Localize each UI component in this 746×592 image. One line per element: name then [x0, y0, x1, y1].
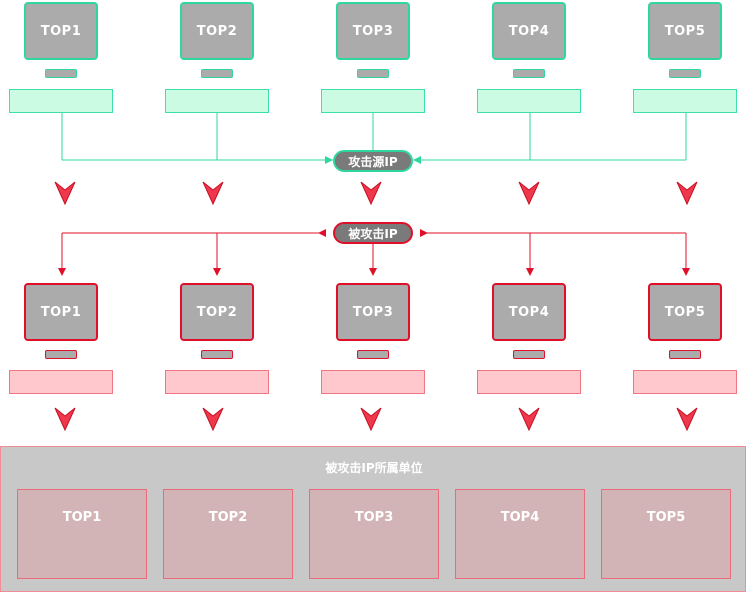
- attacked-ip-pill: 被攻击IP: [333, 222, 413, 244]
- source-monitor-top4: TOP4: [492, 2, 566, 60]
- arrowhead-icon: [413, 156, 421, 164]
- chevron-down-icon: [202, 407, 224, 432]
- chevron-down-icon: [518, 181, 540, 206]
- target-info-bar: [321, 370, 425, 394]
- chevron-down-icon: [360, 181, 382, 206]
- arrowhead-icon: [213, 268, 221, 276]
- source-monitor-stand: [357, 69, 389, 78]
- chevron-down-icon: [676, 407, 698, 432]
- target-info-bar: [9, 370, 113, 394]
- arrowhead-icon: [58, 268, 66, 276]
- source-info-bar: [321, 89, 425, 113]
- source-info-bar: [633, 89, 737, 113]
- unit-card-top1: TOP1: [17, 489, 147, 579]
- target-monitor-top3: TOP3: [336, 283, 410, 341]
- arrowhead-icon: [526, 268, 534, 276]
- target-info-bar: [477, 370, 581, 394]
- arrowhead-icon: [420, 229, 428, 237]
- target-info-bar: [633, 370, 737, 394]
- source-monitor-stand: [45, 69, 77, 78]
- source-monitor-top2: TOP2: [180, 2, 254, 60]
- unit-card-top4: TOP4: [455, 489, 585, 579]
- target-monitor-top1: TOP1: [24, 283, 98, 341]
- arrowhead-icon: [325, 156, 333, 164]
- source-monitor-top1: TOP1: [24, 2, 98, 60]
- source-info-bar: [9, 89, 113, 113]
- target-monitor-top5: TOP5: [648, 283, 722, 341]
- unit-card-top3: TOP3: [309, 489, 439, 579]
- source-monitor-top3: TOP3: [336, 2, 410, 60]
- unit-card-top2: TOP2: [163, 489, 293, 579]
- target-monitor-stand: [669, 350, 701, 359]
- source-info-bar: [165, 89, 269, 113]
- unit-panel-title: 被攻击IP所属单位: [325, 461, 423, 475]
- target-monitor-top4: TOP4: [492, 283, 566, 341]
- source-monitor-stand: [201, 69, 233, 78]
- target-monitor-stand: [45, 350, 77, 359]
- target-info-bar: [165, 370, 269, 394]
- chevron-down-icon: [676, 181, 698, 206]
- arrowhead-icon: [682, 268, 690, 276]
- source-monitor-stand: [513, 69, 545, 78]
- source-monitor-top5: TOP5: [648, 2, 722, 60]
- arrowhead-icon: [318, 229, 326, 237]
- attacked-unit-panel: 被攻击IP所属单位 TOP1 TOP2 TOP3 TOP4 TOP5: [0, 446, 746, 592]
- target-monitor-stand: [201, 350, 233, 359]
- chevron-down-icon: [518, 407, 540, 432]
- target-monitor-stand: [357, 350, 389, 359]
- chevron-down-icon: [360, 407, 382, 432]
- chevron-down-icon: [54, 181, 76, 206]
- attack-source-ip-pill: 攻击源IP: [333, 150, 413, 172]
- source-info-bar: [477, 89, 581, 113]
- target-monitor-stand: [513, 350, 545, 359]
- arrowhead-icon: [369, 268, 377, 276]
- unit-card-top5: TOP5: [601, 489, 731, 579]
- chevron-down-icon: [202, 181, 224, 206]
- target-monitor-top2: TOP2: [180, 283, 254, 341]
- chevron-down-icon: [54, 407, 76, 432]
- source-monitor-stand: [669, 69, 701, 78]
